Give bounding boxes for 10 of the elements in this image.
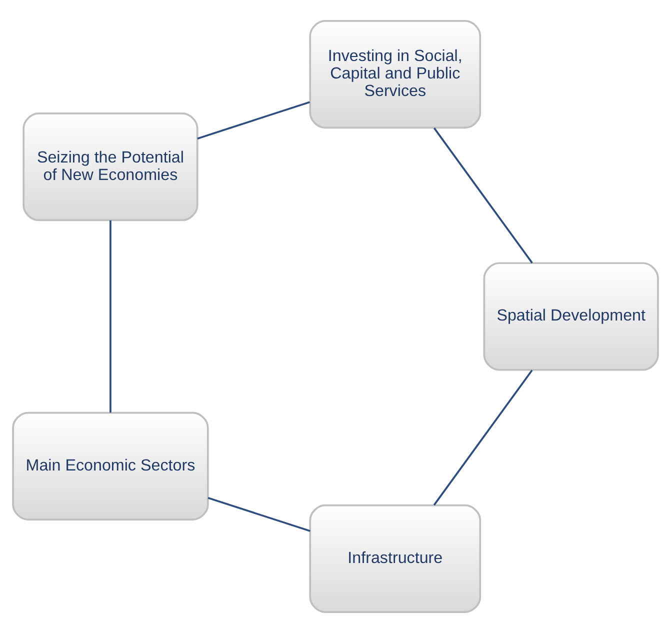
node-box: Investing in Social, Capital and Public Services bbox=[309, 20, 482, 128]
node-box: Seizing the Potential of New Economies bbox=[22, 112, 198, 221]
node-box: Infrastructure bbox=[309, 504, 482, 612]
node-box: Main Economic Sectors bbox=[12, 411, 209, 520]
connector bbox=[208, 496, 310, 532]
connector bbox=[110, 220, 112, 412]
connector bbox=[197, 100, 310, 139]
node-box: Spatial Development bbox=[483, 262, 659, 370]
connector bbox=[433, 127, 533, 263]
connector bbox=[433, 369, 533, 506]
